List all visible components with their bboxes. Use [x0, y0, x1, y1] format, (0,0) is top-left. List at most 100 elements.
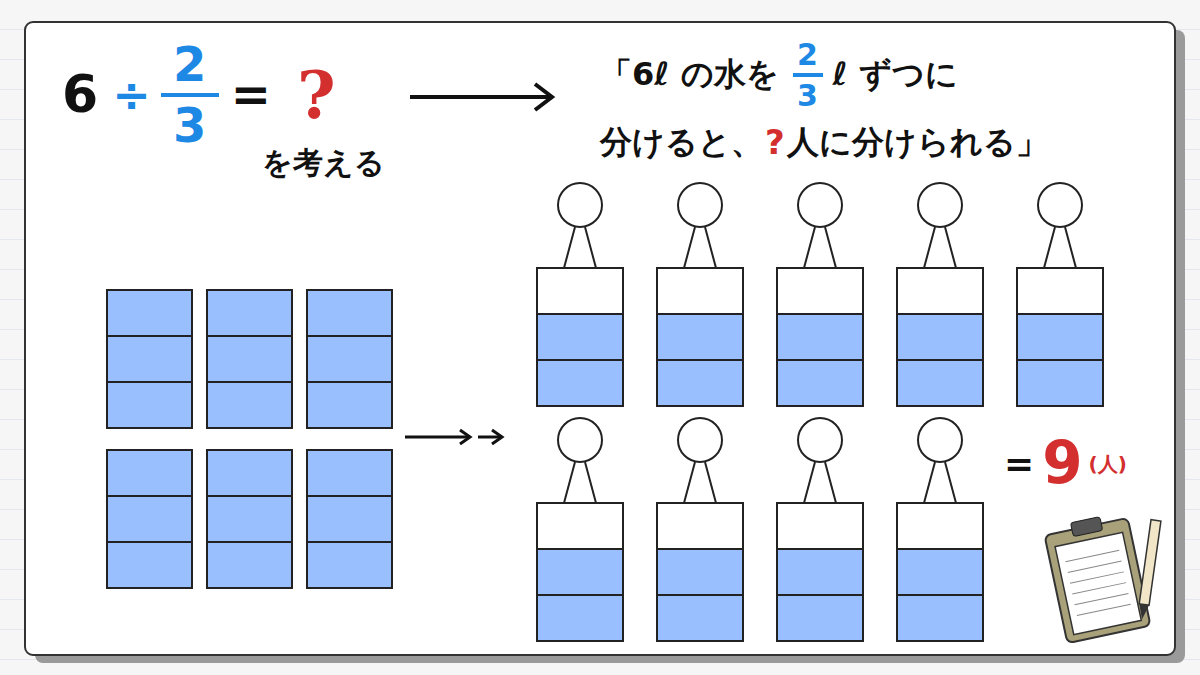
cup-water — [657, 549, 743, 595]
water-cell — [207, 496, 292, 542]
water-cell — [307, 290, 392, 336]
cup-empty — [1017, 268, 1103, 314]
arrow — [410, 84, 552, 110]
cup-water — [897, 595, 983, 641]
cup-water — [777, 595, 863, 641]
water-cell — [107, 290, 192, 336]
operator: ÷ — [112, 70, 151, 121]
question-mark: ? — [765, 124, 785, 161]
caption-text: を考える — [262, 146, 385, 179]
equation-number: 6 — [62, 66, 98, 123]
person-body — [1044, 227, 1055, 268]
answer: =9 (人) — [1004, 432, 1127, 496]
water-cell — [207, 290, 292, 336]
caption: を考える — [262, 146, 385, 179]
fraction-bar — [161, 93, 219, 97]
cup-water — [777, 314, 863, 360]
water-cell — [307, 542, 392, 588]
cup-water — [537, 360, 623, 406]
fraction-denominator: 3 — [797, 79, 818, 112]
quote-text: ℓ ずつに — [833, 57, 958, 92]
cup-empty — [657, 268, 743, 314]
cup-water — [897, 360, 983, 406]
double-arrow — [405, 430, 502, 444]
water-cell — [107, 336, 192, 382]
water-cell — [107, 542, 192, 588]
pen-icon — [1137, 520, 1161, 620]
water-cell — [307, 336, 392, 382]
quote-text: 分けると、 — [600, 125, 763, 160]
fraction-numerator: 2 — [173, 38, 206, 91]
quote-text: 「6ℓ の水を — [600, 57, 779, 92]
water-cell — [307, 496, 392, 542]
person-body — [705, 227, 716, 268]
water-cell — [107, 496, 192, 542]
cup-water — [1017, 314, 1103, 360]
cup-water — [777, 549, 863, 595]
quote-line: 「6ℓ の水を23ℓ ずつに — [600, 38, 958, 112]
cup-water — [897, 549, 983, 595]
person-body — [585, 462, 596, 503]
cup-water — [537, 314, 623, 360]
cup-empty — [657, 503, 743, 549]
person-body — [825, 462, 836, 503]
person-head — [558, 183, 602, 227]
fraction: 23 — [793, 38, 823, 112]
cup-water — [657, 314, 743, 360]
operator: = — [1004, 444, 1034, 484]
water-cell — [207, 450, 292, 496]
quote-line: 分けると、?人に分けられる」 — [600, 124, 1048, 161]
person-body — [825, 227, 836, 268]
person-body — [705, 462, 716, 503]
water-cell — [107, 382, 192, 428]
answer-unit: (人) — [1089, 453, 1127, 475]
fraction: 23 — [161, 38, 219, 152]
card — [25, 22, 1175, 655]
cup-water — [537, 595, 623, 641]
cup-water — [897, 314, 983, 360]
cup-empty — [897, 503, 983, 549]
people — [537, 183, 1103, 641]
clipboard-icon — [1043, 511, 1150, 643]
quote-text: 人に分けられる」 — [787, 125, 1048, 160]
person-body — [684, 227, 695, 268]
cup-empty — [777, 268, 863, 314]
water-cell — [207, 382, 292, 428]
person-body — [585, 227, 596, 268]
cup-empty — [777, 503, 863, 549]
cup-water — [657, 360, 743, 406]
answer-number: 9 — [1042, 432, 1082, 496]
person-body — [945, 227, 956, 268]
fraction-bar — [793, 73, 823, 77]
cup-empty — [897, 268, 983, 314]
person-body — [924, 462, 935, 503]
person-body — [1065, 227, 1076, 268]
person-body — [564, 227, 575, 268]
operator: = — [231, 68, 271, 121]
water-cell — [207, 336, 292, 382]
water-cell — [307, 450, 392, 496]
cup-water — [537, 549, 623, 595]
person-body — [564, 462, 575, 503]
water-cell — [107, 450, 192, 496]
cup-water — [1017, 360, 1103, 406]
person-head — [918, 418, 962, 462]
person-head — [678, 418, 722, 462]
person-body — [804, 462, 815, 503]
person-body — [804, 227, 815, 268]
water-cell — [307, 382, 392, 428]
water-cell — [207, 542, 292, 588]
cup-water — [777, 360, 863, 406]
fraction-numerator: 2 — [797, 38, 818, 71]
person-head — [558, 418, 602, 462]
equation: 6÷23=? — [62, 38, 336, 152]
person-body — [924, 227, 935, 268]
cup-empty — [537, 503, 623, 549]
cup-empty — [537, 268, 623, 314]
person-head — [678, 183, 722, 227]
fraction-denominator: 3 — [173, 99, 206, 152]
person-body — [684, 462, 695, 503]
person-head — [1038, 183, 1082, 227]
cup-water — [657, 595, 743, 641]
water-tanks — [107, 290, 392, 588]
